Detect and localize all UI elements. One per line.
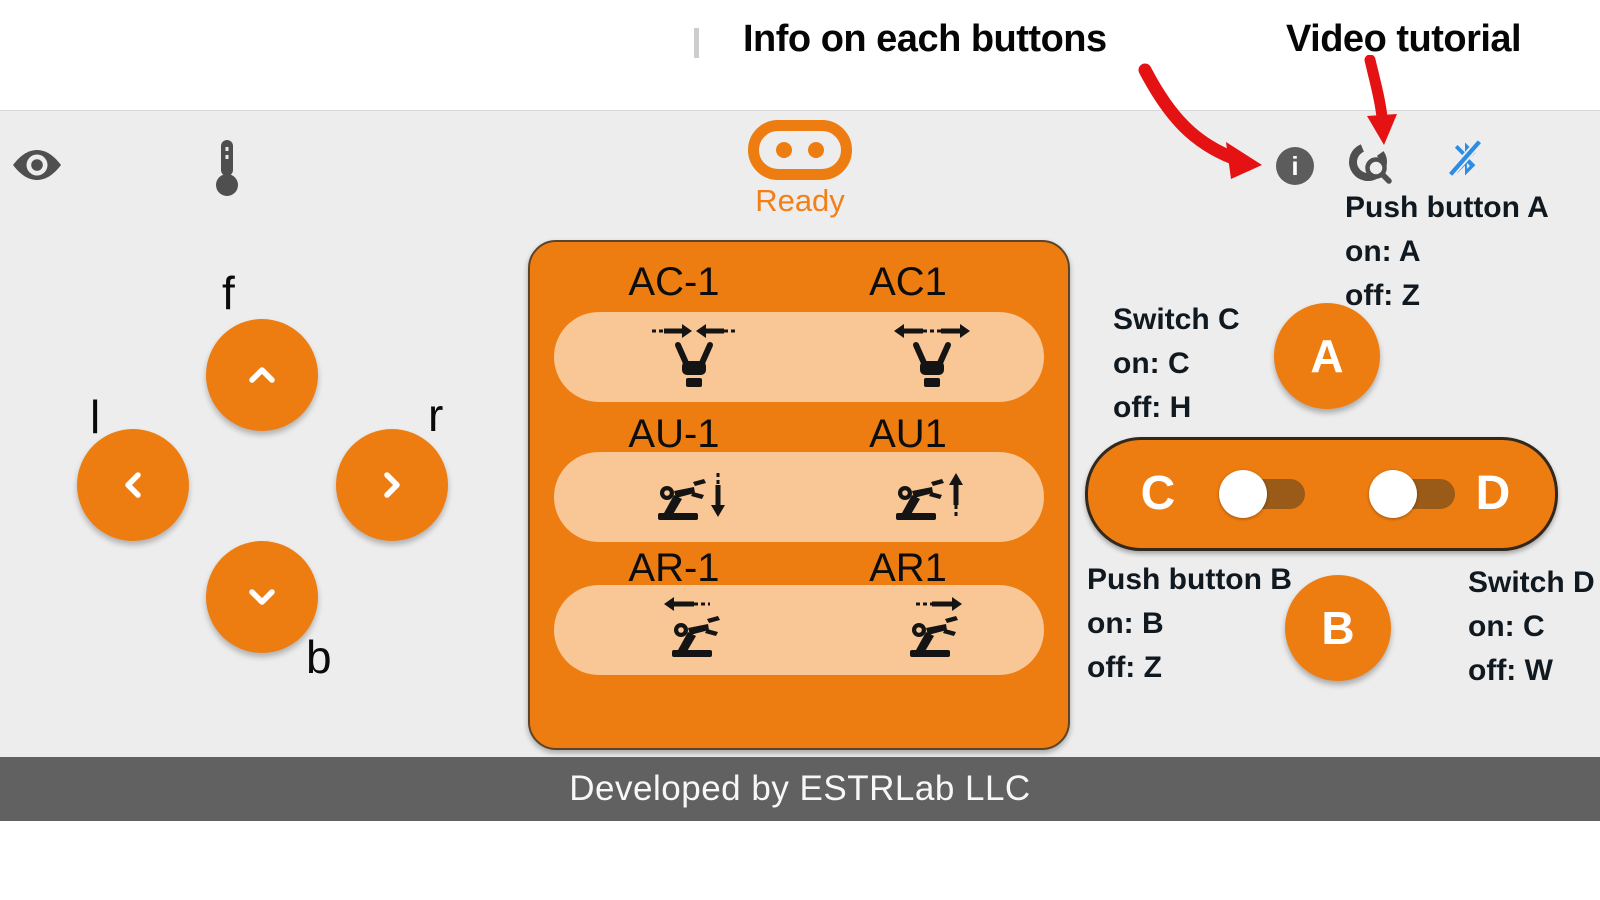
dpad-back-button[interactable] <box>206 541 318 653</box>
dpad-back-label: b <box>306 631 332 683</box>
pill-row-rotate <box>554 585 1044 675</box>
dpad-forward-label: f <box>222 267 235 319</box>
push-button-b-info: Push button B on: B off: Z <box>1087 558 1292 690</box>
annotation-info-label: Info on each buttons <box>743 18 1107 60</box>
robot-eye-left <box>775 142 792 158</box>
push-button-a-info: Push button A on: A off: Z <box>1345 186 1549 318</box>
thermometer-icon[interactable] <box>212 138 242 198</box>
push-button-a-off: off: Z <box>1345 279 1420 312</box>
button-ar-plus-label: AR1 <box>869 546 947 590</box>
footer-credit: Developed by ESTRLab LLC <box>569 769 1031 808</box>
switch-d-title: Switch D <box>1468 566 1595 599</box>
switch-d-knob[interactable] <box>1369 470 1417 518</box>
switch-d-on: on: C <box>1468 610 1545 643</box>
chevron-left-icon <box>125 472 141 498</box>
push-button-a-title: Push button A <box>1345 191 1549 224</box>
info-icon[interactable]: i <box>1276 147 1314 185</box>
switch-bar-right-label: D <box>1475 467 1511 520</box>
dpad-right-button[interactable] <box>336 429 448 541</box>
switch-d-toggle[interactable] <box>1369 470 1455 518</box>
button-au-minus[interactable] <box>634 452 754 542</box>
annotation-tick <box>694 28 699 58</box>
annotation-video-label: Video tutorial <box>1286 18 1522 60</box>
gripper-open-icon <box>894 324 970 387</box>
dpad-left-label: l <box>90 391 101 443</box>
button-ar-minus[interactable] <box>634 585 754 675</box>
chevron-up-icon <box>249 367 275 383</box>
button-ac-minus-label: AC-1 <box>628 260 720 304</box>
video-search-icon[interactable] <box>1346 140 1396 190</box>
switch-c-on: on: C <box>1113 347 1190 380</box>
pill-row-updown <box>554 452 1044 542</box>
button-au-plus-label: AU1 <box>869 412 947 456</box>
button-ac-plus[interactable] <box>872 312 992 402</box>
gripper-close-icon <box>652 324 736 387</box>
bluetooth-disabled-icon[interactable] <box>1442 133 1488 185</box>
switch-bar-left-label: C <box>1140 467 1176 520</box>
chevron-down-icon <box>249 589 275 605</box>
push-button-b-on: on: B <box>1087 607 1164 640</box>
switch-d-info: Switch D on: C off: W <box>1468 561 1595 693</box>
switch-c-knob[interactable] <box>1219 470 1267 518</box>
button-ar-plus[interactable] <box>872 585 992 675</box>
switch-c-title: Switch C <box>1113 303 1240 336</box>
switch-d-off: off: W <box>1468 654 1553 687</box>
push-button-a-on: on: A <box>1345 235 1421 268</box>
button-ac-minus[interactable] <box>634 312 754 402</box>
arm-up-icon <box>896 473 963 520</box>
push-button-a-label: A <box>1310 330 1344 382</box>
switch-c-info: Switch C on: C off: H <box>1113 298 1240 430</box>
robot-eye-right <box>808 142 825 158</box>
arm-down-icon <box>658 473 725 520</box>
button-ac-plus-label: AC1 <box>869 260 947 304</box>
eye-icon[interactable] <box>12 147 62 183</box>
push-button-a[interactable]: A <box>1274 303 1380 409</box>
switch-c-toggle[interactable] <box>1219 470 1305 518</box>
status-ready-label: Ready <box>755 183 845 218</box>
chevron-right-icon <box>384 472 400 498</box>
robot-face-icon <box>748 120 852 180</box>
button-au-minus-label: AU-1 <box>628 412 720 456</box>
arm-right-icon <box>910 597 962 657</box>
switch-c-off: off: H <box>1113 391 1192 424</box>
button-au-plus[interactable] <box>872 452 992 542</box>
dpad-right-label: r <box>428 389 444 441</box>
push-button-b[interactable]: B <box>1285 575 1391 681</box>
dpad-left-button[interactable] <box>77 429 189 541</box>
switch-bar: C D <box>1085 437 1558 551</box>
arm-left-icon <box>664 597 720 657</box>
pill-row-claw <box>554 312 1044 402</box>
arm-control-panel: AC-1 AC1 <box>528 240 1070 750</box>
push-button-b-off: off: Z <box>1087 651 1162 684</box>
push-button-b-label: B <box>1321 602 1355 654</box>
footer-bar: Developed by ESTRLab LLC <box>0 757 1600 821</box>
info-glyph: i <box>1291 150 1299 181</box>
red-down-arrow-icon <box>1364 55 1397 145</box>
button-ar-minus-label: AR-1 <box>628 546 720 590</box>
push-button-b-title: Push button B <box>1087 563 1292 596</box>
dpad-forward-button[interactable] <box>206 319 318 431</box>
red-curved-arrow-icon <box>1138 63 1262 179</box>
